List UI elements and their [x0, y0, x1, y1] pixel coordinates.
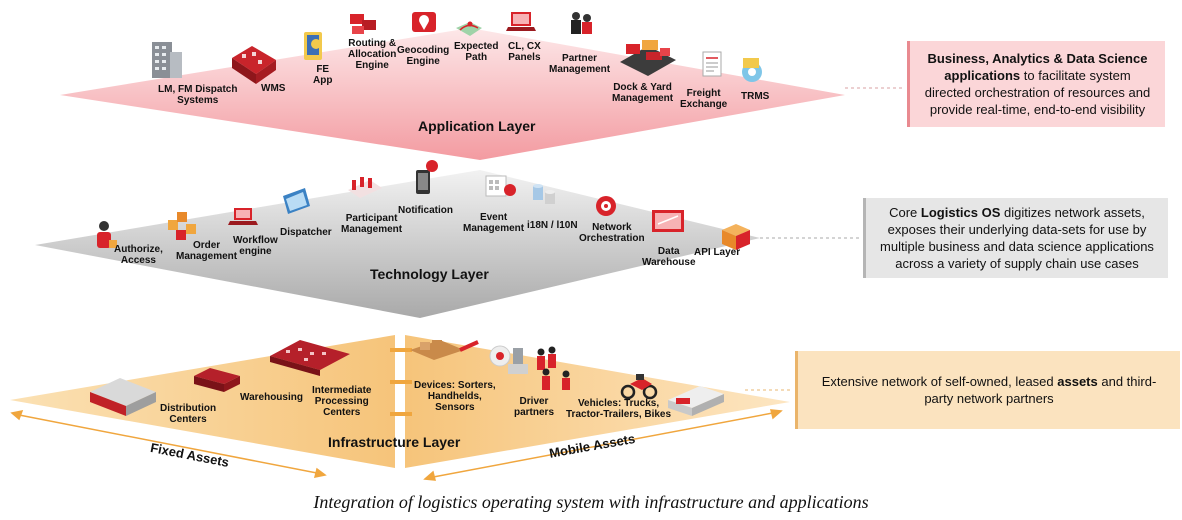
data-warehouse-icon — [652, 210, 684, 232]
app-item-expected-path: Expected Path — [454, 41, 499, 63]
tech-item-order: Order Management — [176, 240, 238, 262]
infrastructure-description-pre: Extensive network of self-owned, leased — [821, 374, 1058, 389]
building-icon — [152, 42, 182, 78]
processing-center-icon — [270, 340, 350, 376]
network-orchestration-icon — [596, 196, 616, 216]
freight-document-icon — [702, 51, 722, 77]
routing-icon — [350, 14, 376, 34]
trms-icon — [742, 58, 762, 82]
user-access-icon — [97, 221, 117, 248]
infra-item-driver: Driver partners — [514, 396, 555, 418]
notification-phone-icon — [416, 160, 438, 194]
tech-item-workflow: Workflow engine — [233, 235, 278, 257]
infra-item-dc: Distribution Centers — [160, 403, 217, 425]
infra-item-ipc: Intermediate Processing Centers — [312, 385, 372, 418]
technology-description-text: digitizes network assets, exposes their … — [880, 205, 1154, 271]
infra-item-warehousing: Warehousing — [240, 392, 303, 403]
map-pin-icon — [412, 12, 436, 32]
connector-bar — [390, 380, 412, 384]
i18n-cylinders-icon — [533, 184, 555, 204]
app-item-routing: Routing & Allocation Engine — [348, 38, 397, 71]
distribution-center-icon — [90, 378, 156, 416]
technology-description-box: Core Logistics OS digitizes network asse… — [863, 198, 1168, 278]
app-item-dock-yard: Dock & Yard Management — [612, 82, 674, 104]
technology-layer-title: Technology Layer — [370, 266, 489, 282]
app-item-partner: Partner Management — [549, 53, 611, 75]
app-item-wms: WMS — [261, 83, 286, 94]
connector-bar — [390, 412, 412, 416]
app-item-fe-app: FE App — [313, 64, 333, 86]
tech-item-network: Network Orchestration — [579, 222, 645, 244]
event-calendar-icon — [485, 175, 516, 197]
infrastructure-description-bold: assets — [1057, 374, 1098, 389]
dispatcher-laptop-icon — [283, 188, 310, 214]
mobile-app-icon — [304, 32, 322, 60]
motorbike-icon — [620, 374, 658, 400]
workflow-laptop-icon — [228, 208, 258, 225]
infra-item-vehicles: Vehicles: Trucks, Tractor-Trailers, Bike… — [566, 398, 672, 420]
application-description-bold: Business, Analytics & Data Science appli… — [927, 51, 1148, 83]
warehouse-floor-icon — [232, 46, 276, 84]
driver-partners-icon — [537, 346, 570, 390]
partners-icon — [571, 12, 592, 34]
figure-caption: Integration of logistics operating syste… — [313, 492, 869, 512]
fixed-assets-arrow — [10, 409, 327, 478]
infrastructure-description-box: Extensive network of self-owned, leased … — [795, 351, 1180, 429]
application-description-text: to facilitate system directed orchestrat… — [924, 68, 1151, 117]
truck-icon — [668, 386, 724, 416]
technology-layer-plane — [35, 170, 760, 318]
participant-management-icon — [348, 177, 382, 198]
mobile-assets-arrow — [423, 409, 783, 481]
warehouse-icon — [194, 368, 240, 392]
tech-item-i18n: i18N / l10N — [527, 220, 578, 231]
tech-item-warehouse: Data Warehouse — [642, 246, 696, 268]
application-layer-title: Application Layer — [418, 118, 536, 134]
api-cube-icon — [722, 224, 750, 250]
app-item-geocoding: Geocoding Engine — [397, 45, 450, 67]
app-item-freight: Freight Exchange — [680, 88, 728, 110]
technology-description-pre: Core — [889, 205, 921, 220]
infrastructure-layer-title: Infrastructure Layer — [328, 434, 461, 450]
dock-yard-icon — [620, 40, 676, 76]
app-item-cl-cx: CL, CX Panels — [508, 41, 541, 63]
handheld-device-icon — [508, 348, 528, 374]
technology-description-bold: Logistics OS — [920, 205, 1001, 220]
tech-item-participant: Participant Management — [341, 213, 403, 235]
laptop-panel-icon — [506, 12, 536, 31]
tech-item-authorize: Authorize, Access — [114, 244, 163, 266]
app-item-trms: TRMS — [741, 91, 770, 102]
application-description-box: Business, Analytics & Data Science appli… — [907, 41, 1165, 127]
connector-bar — [390, 348, 412, 352]
infrastructure-description-text: and third-party network partners — [924, 374, 1157, 406]
map-path-icon — [456, 21, 482, 36]
boxes-icon — [168, 212, 196, 240]
tech-item-api: API Layer — [694, 247, 741, 258]
infrastructure-mobile-plane — [405, 335, 790, 468]
infra-item-devices: Devices: Sorters, Handhelds, Sensors — [414, 380, 496, 413]
tech-item-notification: Notification — [398, 205, 453, 216]
sorter-device-icon — [410, 340, 511, 367]
tech-item-event: Event Management — [463, 212, 525, 234]
tech-item-dispatcher: Dispatcher — [280, 227, 332, 238]
app-item-lm-fm: LM, FM Dispatch Systems — [158, 84, 238, 106]
